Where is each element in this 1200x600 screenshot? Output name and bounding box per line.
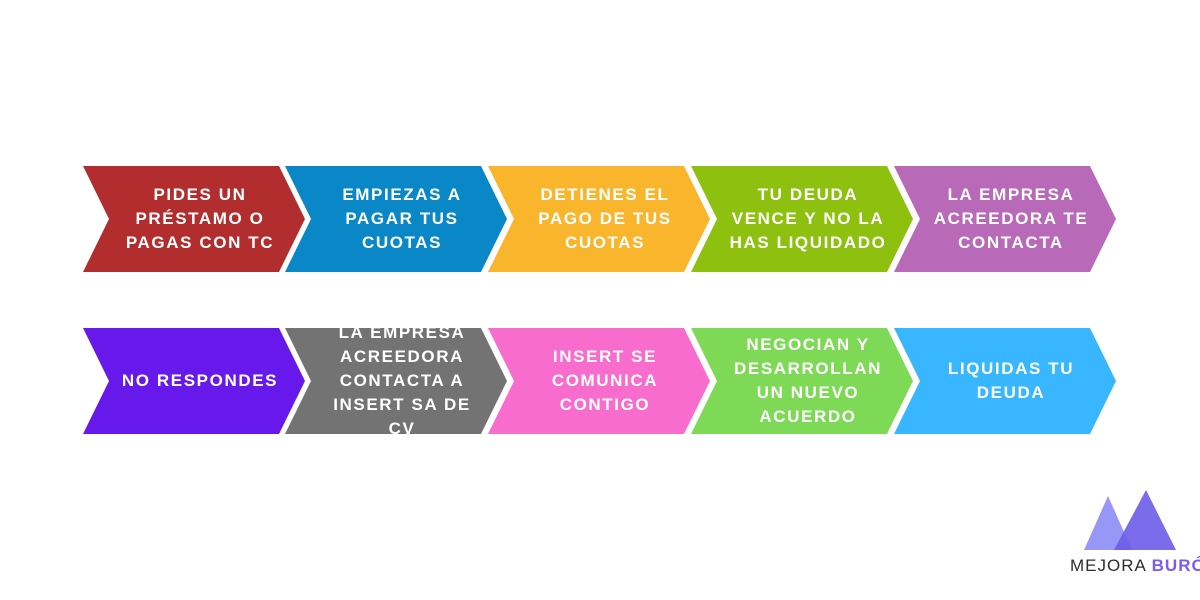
step-4-label: TU DEUDA VENCE Y NO LA HAS LIQUIDADO (729, 185, 887, 252)
logo-wordmark: MEJORA BURÓ (1070, 556, 1200, 576)
step-4-chevron: TU DEUDA VENCE Y NO LA HAS LIQUIDADO (691, 166, 913, 272)
step-6-chevron: NO RESPONDES (83, 328, 305, 434)
flow-row-1: PIDES UN PRÉSTAMO O PAGAS CON TC EMPIEZA… (83, 166, 1123, 272)
logo-mark-left-peak (1084, 496, 1132, 550)
step-3-label: DETIENES EL PAGO DE TUS CUOTAS (538, 185, 672, 252)
step-8-chevron: INSERT SE COMUNICA CONTIGO (488, 328, 710, 434)
step-5-label: LA EMPRESA ACREEDORA TE CONTACTA (933, 185, 1089, 252)
step-9-chevron: NEGOCIAN Y DESARROLLAN UN NUEVO ACUERDO (691, 328, 913, 434)
step-5-chevron: LA EMPRESA ACREEDORA TE CONTACTA (894, 166, 1116, 272)
step-10-chevron: LIQUIDAS TU DEUDA (894, 328, 1116, 434)
step-1-chevron: PIDES UN PRÉSTAMO O PAGAS CON TC (83, 166, 305, 272)
logo-mark-right-peak (1114, 490, 1176, 550)
logo-mark-icon (1084, 490, 1176, 550)
flow-row-2: NO RESPONDES LA EMPRESA ACREEDORA CONTAC… (83, 328, 1123, 434)
step-8-label: INSERT SE COMUNICA CONTIGO (551, 347, 659, 414)
step-9-label: NEGOCIAN Y DESARROLLAN UN NUEVO ACUERDO (734, 335, 882, 426)
step-7-chevron: LA EMPRESA ACREEDORA CONTACTA A INSERT S… (285, 328, 507, 434)
step-3-chevron: DETIENES EL PAGO DE TUS CUOTAS (488, 166, 710, 272)
step-6-label: NO RESPONDES (121, 371, 279, 390)
logo-word-mejora: MEJORA (1070, 556, 1146, 575)
mejora-buro-logo: MEJORA BURÓ (1070, 490, 1200, 580)
step-2-label: EMPIEZAS A PAGAR TUS CUOTAS (342, 185, 462, 252)
step-1-label: PIDES UN PRÉSTAMO O PAGAS CON TC (125, 185, 275, 252)
step-10-label: LIQUIDAS TU DEUDA (947, 359, 1075, 402)
logo-word-buro: BURÓ (1151, 556, 1200, 575)
step-7-label: LA EMPRESA ACREEDORA CONTACTA A INSERT S… (333, 323, 471, 438)
step-2-chevron: EMPIEZAS A PAGAR TUS CUOTAS (285, 166, 507, 272)
